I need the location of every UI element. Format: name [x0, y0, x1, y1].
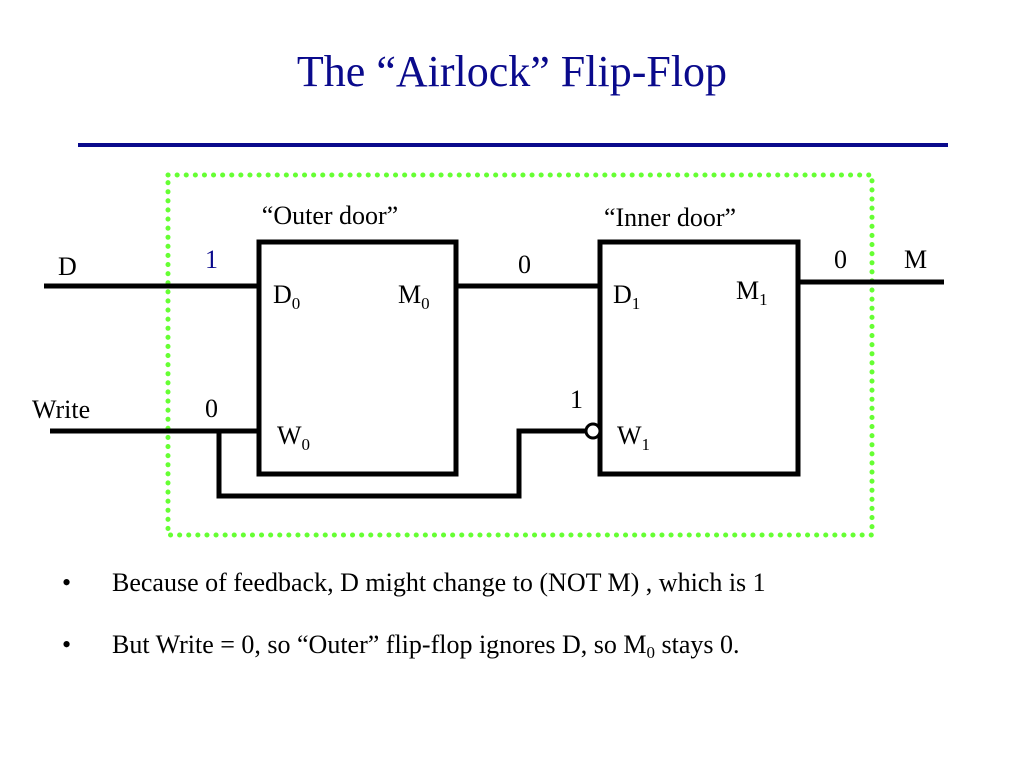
inner-m-pin: M1 [736, 276, 768, 309]
m-output-value: 0 [834, 245, 847, 274]
outer-m-pin: M0 [398, 280, 430, 313]
outer-flip-flop [256, 239, 459, 477]
write-input-label: Write [32, 395, 90, 424]
write-feedback-wire [216, 428, 586, 499]
w1-value: 1 [570, 385, 583, 414]
m-output-label: M [904, 245, 927, 274]
inner-door-label: “Inner door” [604, 203, 736, 232]
outer-w-pin: W0 [277, 421, 310, 454]
title-underline [78, 143, 948, 147]
slide-title: The “Airlock” Flip-Flop [296, 47, 728, 96]
outer-door-label: “Outer door” [262, 201, 398, 230]
write-value: 0 [205, 394, 218, 423]
inner-flip-flop [597, 239, 801, 477]
inner-d-pin: D1 [613, 280, 640, 313]
outer-d-pin: D0 [273, 280, 300, 313]
d-input-value: 1 [205, 245, 218, 274]
m0-value: 0 [518, 250, 531, 279]
airlock-boundary [165, 172, 875, 538]
inner-w-pin: W1 [617, 421, 650, 454]
inverter-bubble [584, 422, 602, 440]
d-input-label: D [58, 252, 77, 281]
